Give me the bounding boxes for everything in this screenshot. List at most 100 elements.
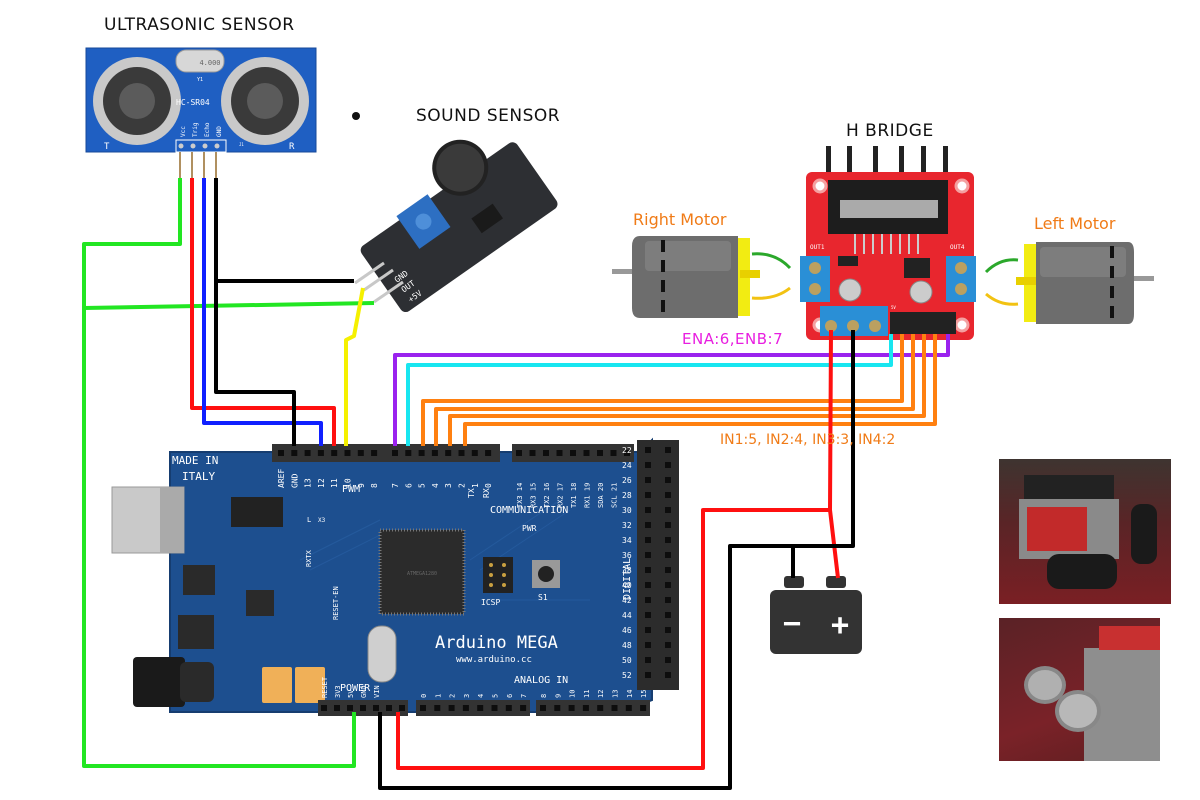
pin-label: TX1 18 (570, 483, 578, 508)
pin-label: 32 (622, 521, 632, 530)
pin-hole (529, 450, 536, 456)
pin-label: 7 (520, 694, 528, 698)
pin-label: GND (290, 473, 299, 488)
pin-label: 10 (344, 478, 353, 488)
pin-label: 7 (391, 483, 400, 488)
capacitor (295, 667, 325, 703)
pin-label: 2 (458, 483, 467, 488)
pin-hole (344, 450, 351, 456)
battery-pack (1024, 475, 1114, 501)
pin-label: AREF (277, 469, 286, 488)
pin-hole (540, 705, 546, 711)
pin-label: 28 (622, 491, 632, 500)
pin-hole (665, 537, 671, 543)
pin-label: RX2 17 (557, 483, 565, 508)
right-motor-wire-2 (751, 286, 791, 300)
pin-hole (371, 450, 378, 456)
pin-label: 10 (569, 690, 577, 698)
wire-ultrasonic-vcc (82, 178, 356, 768)
pin-hole (624, 450, 630, 456)
wire-ultrasonic-trig (190, 178, 336, 446)
pin-hole (583, 450, 590, 456)
digital-header (637, 440, 679, 690)
right-motor (612, 236, 792, 318)
sound-sensor-board (360, 142, 558, 313)
pin-label: 5 (418, 483, 427, 488)
pin-label: 11 (330, 478, 339, 488)
pin-hole (448, 705, 455, 711)
pin-label: 3V3 (334, 685, 342, 698)
pin-label: 4 (477, 694, 485, 698)
pwm-header-2 (388, 444, 500, 462)
arduino-mega-board: ATMEGA1280 MADE IN ITALY Arduino MEGA ww… (111, 437, 679, 716)
pin-label: 12 (317, 478, 326, 488)
dc-jack (133, 657, 185, 707)
pin-label: 8 (370, 483, 379, 488)
out1-label: OUT1 (810, 244, 825, 251)
pin-hole (645, 462, 651, 468)
pin-label: 4 (431, 483, 440, 488)
pin-hole (304, 450, 311, 456)
svg-text:R: R (289, 142, 295, 152)
pin-label: 9 (554, 694, 562, 698)
pin-hole (665, 612, 671, 618)
pin-hole (317, 450, 324, 456)
pin-label: 0 (484, 483, 493, 488)
pin-hole (556, 450, 563, 456)
pin-hole (334, 705, 340, 711)
pin-hole (360, 705, 366, 711)
pin-hole (611, 705, 618, 711)
pin-label: 3 (463, 694, 471, 698)
pin-label: 52 (622, 671, 632, 680)
pin-label: 1 (434, 694, 442, 698)
pin-hole (645, 672, 651, 678)
power-label: POWER (340, 683, 371, 694)
pin-label: 1 (471, 483, 480, 488)
pin-label: 9 (357, 483, 366, 488)
pin-hole (570, 450, 576, 456)
pin-hole (665, 642, 671, 648)
pin-hole (645, 522, 651, 528)
pin-label: 11 (583, 690, 591, 698)
pin-hole (405, 450, 412, 456)
pin-hole (645, 642, 651, 648)
microcontroller-chip (378, 528, 466, 616)
pin-label: 5 (492, 694, 500, 698)
logic-header (890, 312, 956, 334)
pin-hole (420, 705, 426, 711)
pin-label: 42 (622, 596, 632, 605)
pin-hole (665, 522, 671, 528)
right-motor-wire-1 (751, 252, 792, 270)
robot-sensor-photo (999, 618, 1160, 761)
pin-hole (491, 705, 498, 711)
right-motor-label: Right Motor (633, 210, 727, 229)
pin-label: GND (360, 685, 368, 698)
communication-label: COMMUNICATION (490, 505, 568, 516)
pin-label: 13 (612, 690, 620, 698)
pin-hole (445, 450, 452, 456)
svg-text:Trig: Trig (192, 122, 199, 137)
pin-label: 13 (304, 478, 313, 488)
analog-header-1 (416, 700, 530, 716)
robot-h-bridge (1027, 507, 1087, 551)
pin-hole (568, 705, 575, 711)
pin-label: 12 (597, 690, 605, 698)
pin-hole (645, 597, 651, 603)
left-motor-wire-2 (985, 292, 1019, 306)
pin-label: RX1 19 (584, 483, 592, 508)
pin-hole (291, 450, 298, 456)
battery-negative-sign: − (783, 606, 801, 641)
ultrasonic-sensor-title: ULTRASONIC SENSOR (104, 15, 295, 35)
pin-hole (485, 450, 492, 456)
pin-label: 24 (622, 461, 632, 470)
battery: − + (770, 576, 862, 654)
pin-label: RX3 15 (530, 483, 538, 508)
pin-hole (665, 672, 671, 678)
ultrasonic-crystal (175, 49, 225, 73)
pin-hole (373, 705, 379, 711)
pin-hole (505, 705, 512, 711)
wire-battery-plus-vin (396, 508, 830, 770)
sound-sensor: GND OUT +5V (360, 139, 558, 313)
pin-label: 48 (622, 641, 632, 650)
